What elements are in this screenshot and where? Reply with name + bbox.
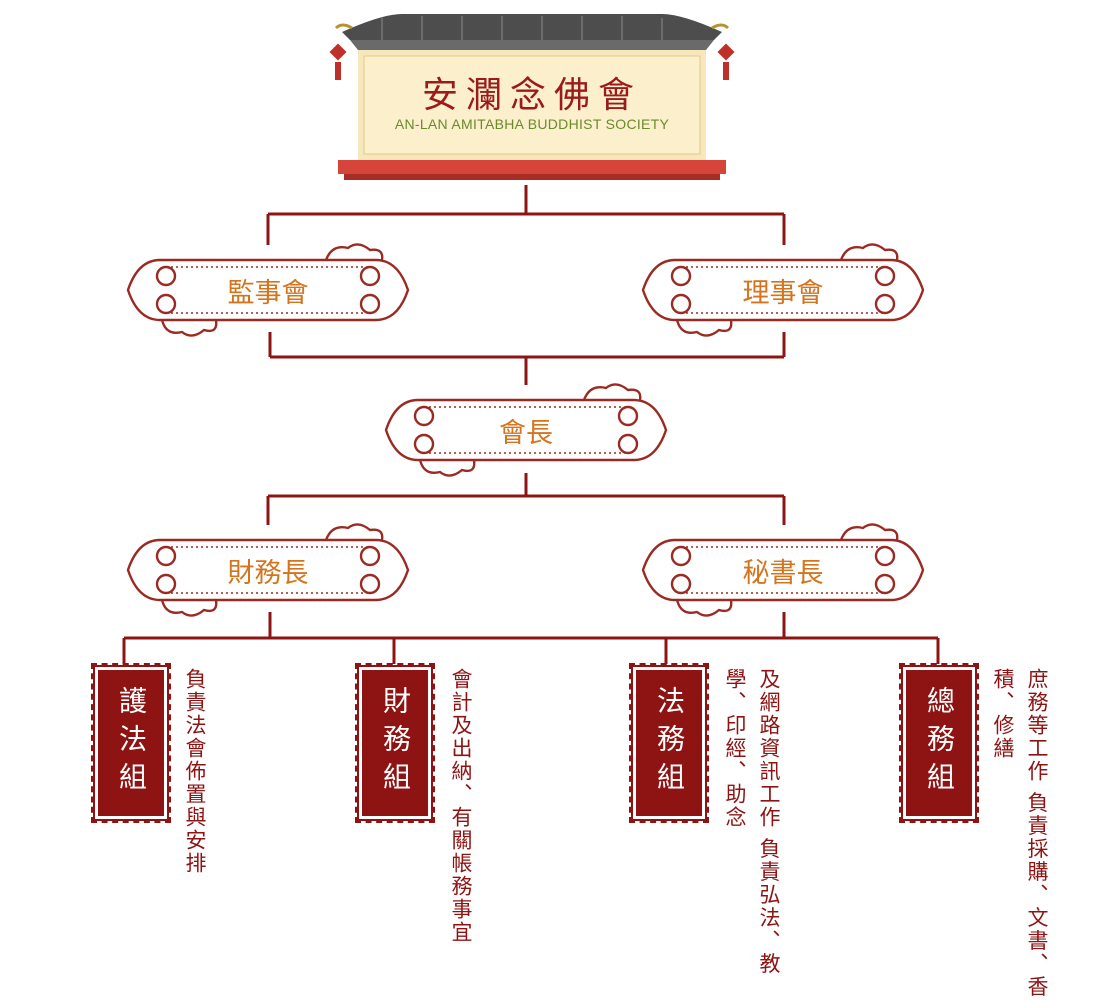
node-secretary: 秘書長 [641, 522, 925, 618]
header-signboard: 安瀾念佛會 AN-LAN AMITABHA BUDDHIST SOCIETY [322, 10, 742, 185]
node-board: 理事會 [641, 242, 925, 338]
desc-line: 負責法會佈置與安排 [183, 668, 207, 875]
node-finance-head: 財務長 [126, 522, 410, 618]
cloud-frame [126, 243, 410, 337]
node-label: 秘書長 [742, 557, 824, 589]
group-description: 及網路資訊工作 負責弘法、教學、印經、助念 [718, 668, 786, 1000]
cloud-frame [384, 383, 668, 477]
desc-line: 庶務等工作 [1025, 668, 1049, 783]
node-label: 財務長 [227, 557, 309, 589]
cloud-frame [641, 243, 925, 337]
group-name: 總務組 [923, 686, 956, 800]
desc-line: 會計及出納、有關帳務事宜 [449, 668, 473, 944]
group-general-affairs: 總務組 [899, 663, 979, 823]
desc-line: 負責採購、文書、香積、修繕 [991, 668, 1049, 999]
society-subtitle: AN-LAN AMITABHA BUDDHIST SOCIETY [394, 116, 670, 132]
desc-line: 及網路資訊工作 [757, 668, 781, 829]
cloud-frame [641, 523, 925, 617]
group-finance: 財務組 [355, 663, 435, 823]
group-description: 負責法會佈置與安排 [178, 668, 212, 875]
cloud-frame [126, 523, 410, 617]
group-name: 法務組 [653, 686, 686, 800]
signboard-graphic [329, 14, 735, 180]
group-description: 庶務等工作 負責採購、文書、香積、修繕 [986, 668, 1054, 1000]
node-label: 理事會 [742, 277, 824, 309]
group-name: 護法組 [115, 686, 148, 800]
desc-line: 負責弘法、教學、印經、助念 [723, 668, 781, 976]
group-dharma-affairs: 法務組 [629, 663, 709, 823]
node-president: 會長 [384, 382, 668, 478]
node-supervisors: 監事會 [126, 242, 410, 338]
group-name: 財務組 [379, 686, 412, 800]
group-dharma-protection: 護法組 [91, 663, 171, 823]
group-description: 會計及出納、有關帳務事宜 [444, 668, 478, 944]
node-label: 監事會 [227, 277, 309, 309]
node-label: 會長 [499, 417, 553, 449]
society-title: 安瀾念佛會 [421, 75, 642, 116]
